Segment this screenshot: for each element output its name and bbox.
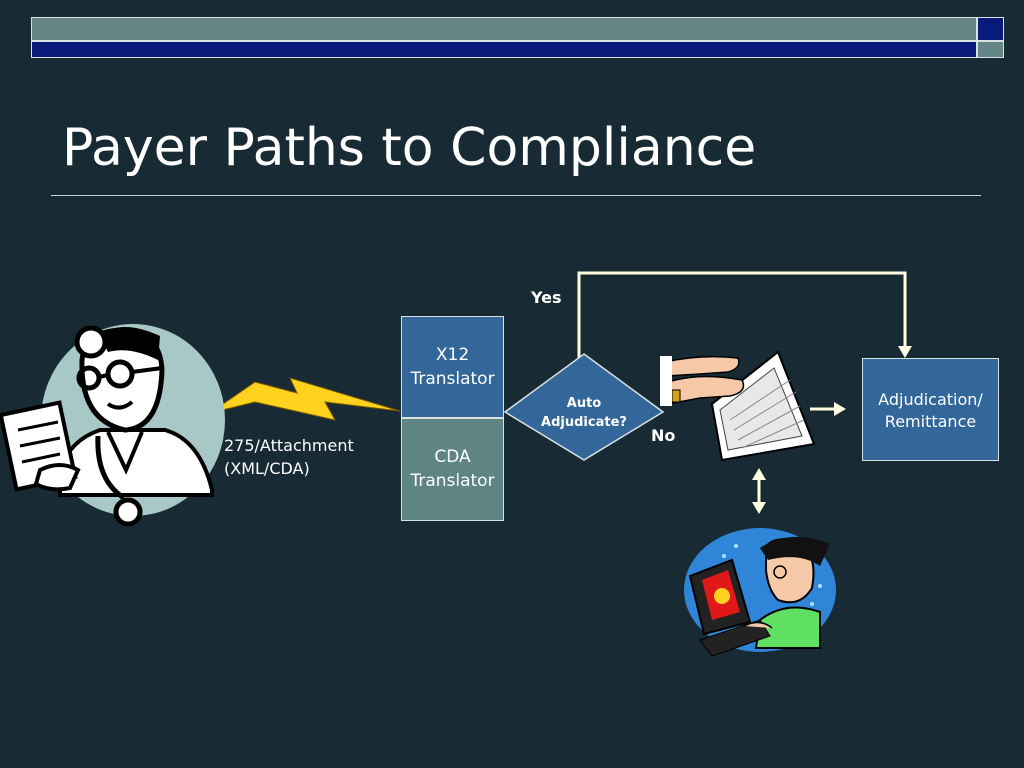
adjudication-line-2: Remittance <box>884 412 977 431</box>
cda-translator-line-2: Translator <box>410 471 495 491</box>
yes-label: Yes <box>531 288 562 307</box>
decision-diamond <box>503 353 665 461</box>
lightning-bolt-icon <box>209 377 401 421</box>
double-arrow-icon <box>752 468 766 514</box>
computer-user-clipart <box>684 528 836 657</box>
cda-translator-line-1: CDA <box>434 447 471 467</box>
decision-line-1: Auto <box>566 396 602 411</box>
attachment-line-1: 275/Attachment <box>224 436 354 455</box>
to-adjudication-arrow <box>810 402 846 416</box>
adjudication-remittance-box: Adjudication/ Remittance <box>862 358 999 461</box>
header-square-top <box>977 17 1004 41</box>
cda-translator-box: CDA Translator <box>401 418 504 521</box>
yes-path-arrowhead <box>898 346 912 358</box>
decision-label: Auto Adjudicate? <box>512 394 656 432</box>
title-divider <box>51 195 981 196</box>
no-label: No <box>651 426 676 445</box>
attachment-label: 275/Attachment (XML/CDA) <box>224 434 354 480</box>
header-band-top <box>31 17 977 41</box>
x12-translator-line-2: Translator <box>410 369 495 389</box>
x12-translator-line-1: X12 <box>435 345 470 365</box>
header-square-bottom <box>977 41 1004 58</box>
doctor-clipart <box>0 324 225 527</box>
x12-translator-box: X12 Translator <box>401 316 504 418</box>
adjudication-line-1: Adjudication/ <box>878 390 983 409</box>
header-band-bottom <box>31 41 977 58</box>
attachment-line-2: (XML/CDA) <box>224 459 310 478</box>
decision-line-2: Adjudicate? <box>541 415 627 430</box>
yes-path-connector <box>577 271 907 366</box>
keyboard-hands-clipart <box>660 350 816 462</box>
page-title: Payer Paths to Compliance <box>62 118 757 178</box>
